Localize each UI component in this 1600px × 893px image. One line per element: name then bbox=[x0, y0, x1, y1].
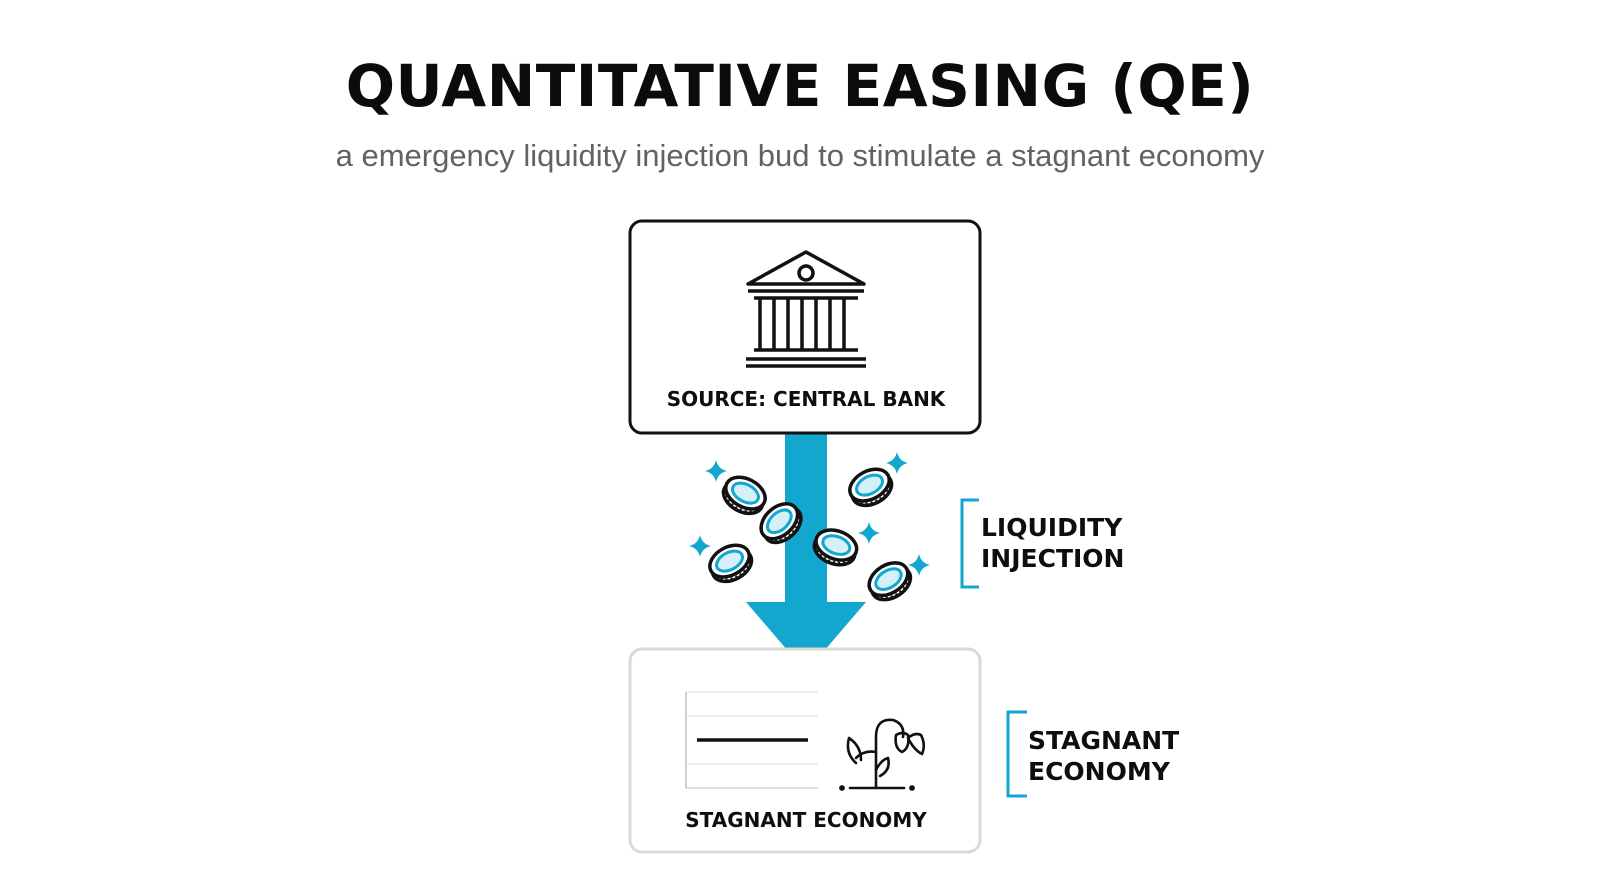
economy-label-line2: ECONOMY bbox=[1028, 757, 1171, 786]
stagnant-economy-callout: STAGNANT ECONOMY bbox=[1006, 710, 1179, 798]
liquidity-injection-callout: LIQUIDITY INJECTION bbox=[960, 498, 1124, 589]
economy-node: STAGNANT ECONOMY bbox=[628, 647, 982, 854]
economy-label-line1: STAGNANT bbox=[1028, 726, 1179, 755]
coin-icon bbox=[842, 461, 899, 514]
source-node-label: SOURCE: CENTRAL BANK bbox=[667, 387, 947, 411]
liquidity-label-line1: LIQUIDITY bbox=[981, 513, 1123, 542]
sparkle-icon bbox=[858, 522, 880, 544]
sparkle-icon bbox=[689, 535, 711, 557]
flat-line-chart-icon bbox=[685, 691, 818, 789]
source-node: SOURCE: CENTRAL BANK bbox=[628, 219, 982, 435]
sparkle-icon bbox=[705, 460, 727, 482]
coin-icon bbox=[702, 537, 759, 590]
coin-icon bbox=[861, 554, 919, 609]
economy-node-label: STAGNANT ECONOMY bbox=[685, 808, 927, 832]
wilting-plant-icon bbox=[839, 718, 926, 791]
coin-icon bbox=[716, 469, 773, 522]
bank-icon bbox=[746, 250, 866, 368]
sparkle-icon bbox=[886, 452, 908, 474]
page-subtitle: a emergency liquidity injection bud to s… bbox=[335, 138, 1265, 173]
liquidity-label-line2: INJECTION bbox=[981, 544, 1124, 573]
sparkle-icon bbox=[908, 554, 930, 576]
page-title: QUANTITATIVE EASING (QE) bbox=[345, 52, 1255, 120]
